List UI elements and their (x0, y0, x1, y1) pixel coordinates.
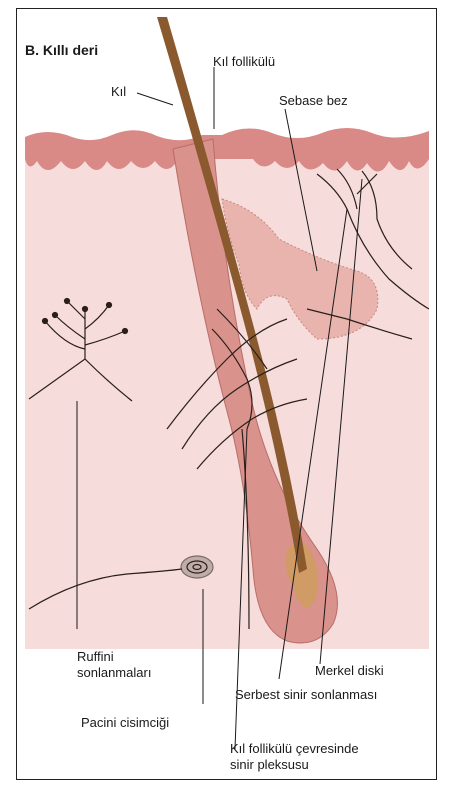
figure-title: B. Kıllı deri (25, 43, 98, 58)
figure-frame: B. Kıllı deri Kıl Kıl follikülü Sebase b… (16, 8, 437, 780)
label-serbest: Serbest sinir sonlanması (235, 687, 377, 702)
label-ruffini-1: Ruffini (77, 649, 114, 664)
label-ruffini-2: sonlanmaları (77, 665, 151, 680)
label-pleksus-1: Kıl follikülü çevresinde (230, 741, 359, 756)
label-kil-follikulu: Kıl follikülü (213, 54, 275, 69)
label-merkel: Merkel diski (315, 663, 384, 678)
label-kil: Kıl (111, 84, 126, 99)
label-pleksus-2: sinir pleksusu (230, 757, 309, 772)
label-pacini: Pacini cisimciği (81, 715, 169, 730)
label-sebase-bez: Sebase bez (279, 93, 348, 108)
